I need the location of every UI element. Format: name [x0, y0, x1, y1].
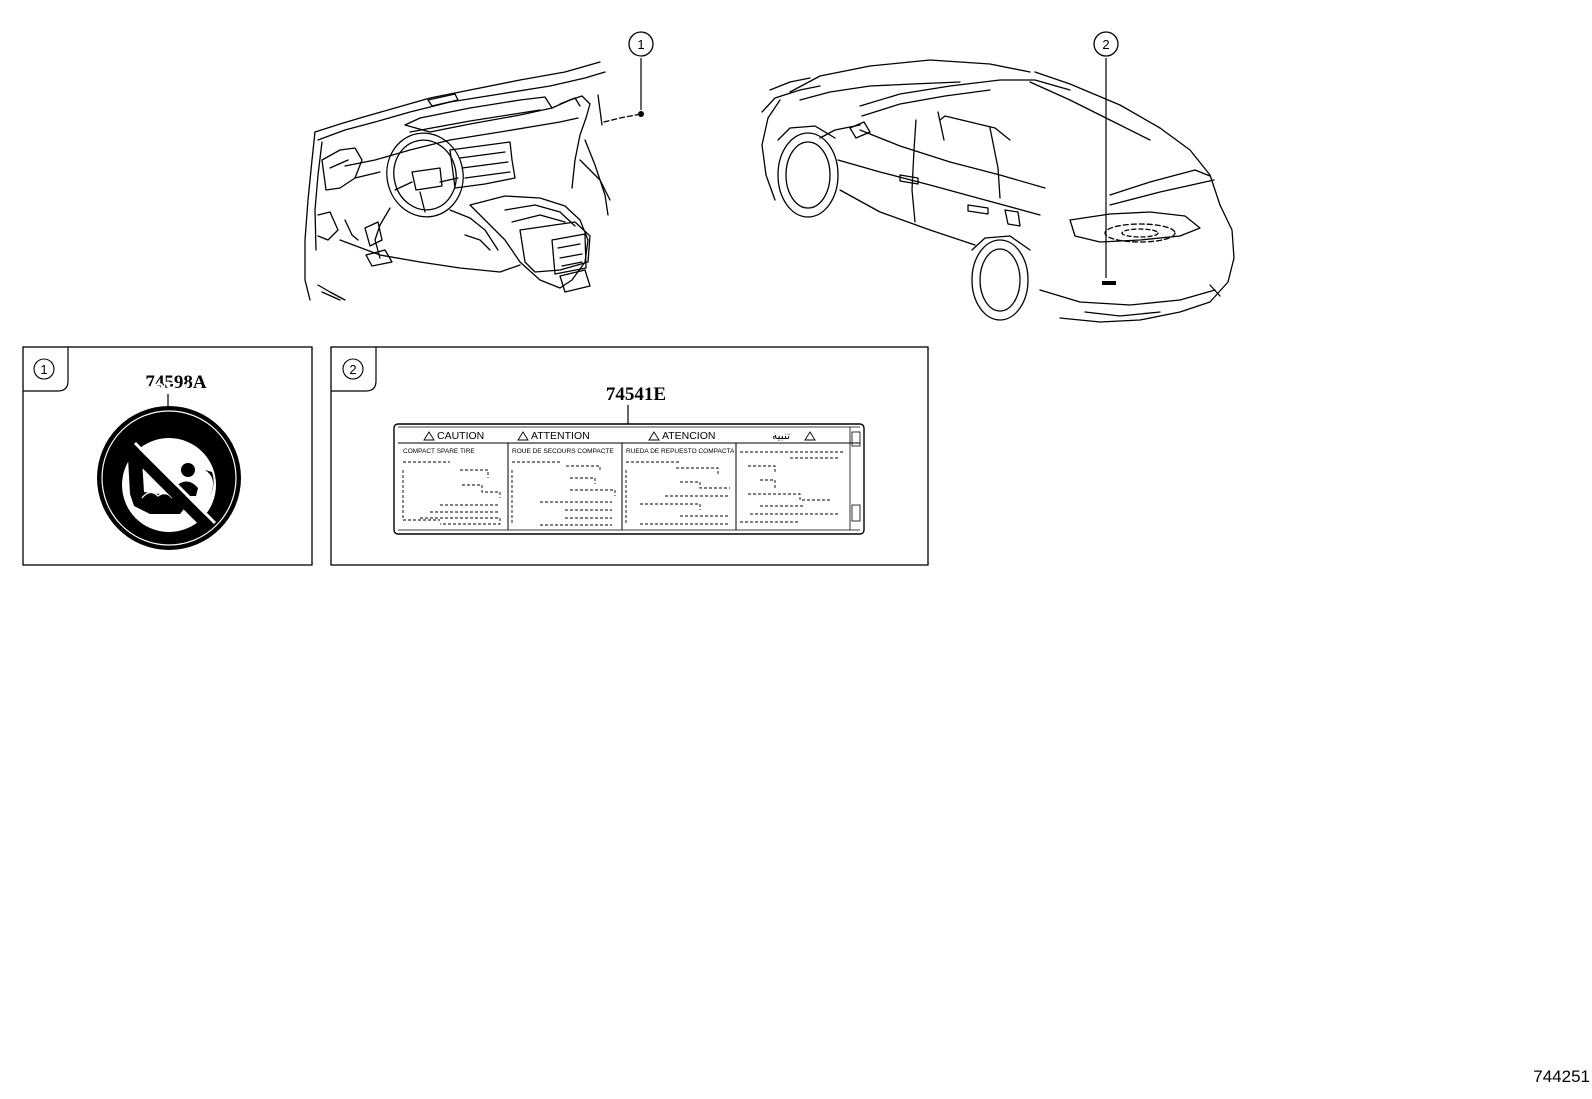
warning-triangle-icon [648, 431, 660, 441]
callout-1-number: 1 [637, 37, 644, 52]
dashboard-illustration [304, 61, 642, 301]
label-column-french-title: ROUE DE SECOURS COMPACTE [512, 448, 614, 455]
label-header-caution: CAUTION [423, 430, 484, 442]
label-header-atencion: ATENCION [648, 430, 715, 442]
panel-2-index: 2 [349, 362, 356, 377]
panel-1-part-number: 74598A [145, 372, 207, 393]
svg-text:تنبيه: تنبيه [772, 430, 790, 442]
svg-text:ATENCION: ATENCION [662, 430, 715, 442]
panel-1: 1 74598A AIRBAG [22, 346, 313, 566]
callout-2-anchor [1102, 281, 1116, 285]
label-column-english-title: COMPACT SPARE TIRE [403, 448, 475, 455]
svg-text:ATTENTION: ATTENTION [531, 430, 590, 442]
label-fine-print [402, 451, 845, 526]
airbag-decal: AIRBAG [97, 380, 241, 550]
label-header-arabic: تنبيه [772, 430, 816, 442]
label-column-spanish-title: RUEDA DE REPUESTO COMPACTA [626, 448, 735, 455]
callout-1-anchor [638, 111, 644, 117]
svg-text:CAUTION: CAUTION [437, 430, 484, 442]
warning-triangle-icon [804, 431, 816, 441]
callout-2-number: 2 [1102, 37, 1109, 52]
label-header-attention: ATTENTION [517, 430, 590, 442]
diagram-id: 744251 [1533, 1067, 1590, 1086]
panel-1-index-badge [33, 358, 55, 380]
callout-1: 1 [628, 31, 654, 57]
callout-2: 2 [1093, 31, 1119, 57]
panel-2: 2 74541E CAUTION ATTENTION [330, 346, 929, 566]
no-child-seat-airbag-icon [122, 438, 217, 532]
panel-2-index-badge [342, 358, 364, 380]
spare-tire-label: CAUTION ATTENTION ATENCION تنبيه COMPACT… [393, 423, 865, 535]
warning-triangle-icon [423, 431, 435, 441]
panel-1-index: 1 [40, 362, 47, 377]
panel-2-part-number: 74541E [606, 384, 666, 405]
sedan-illustration [761, 59, 1235, 323]
warning-triangle-icon [517, 431, 529, 441]
